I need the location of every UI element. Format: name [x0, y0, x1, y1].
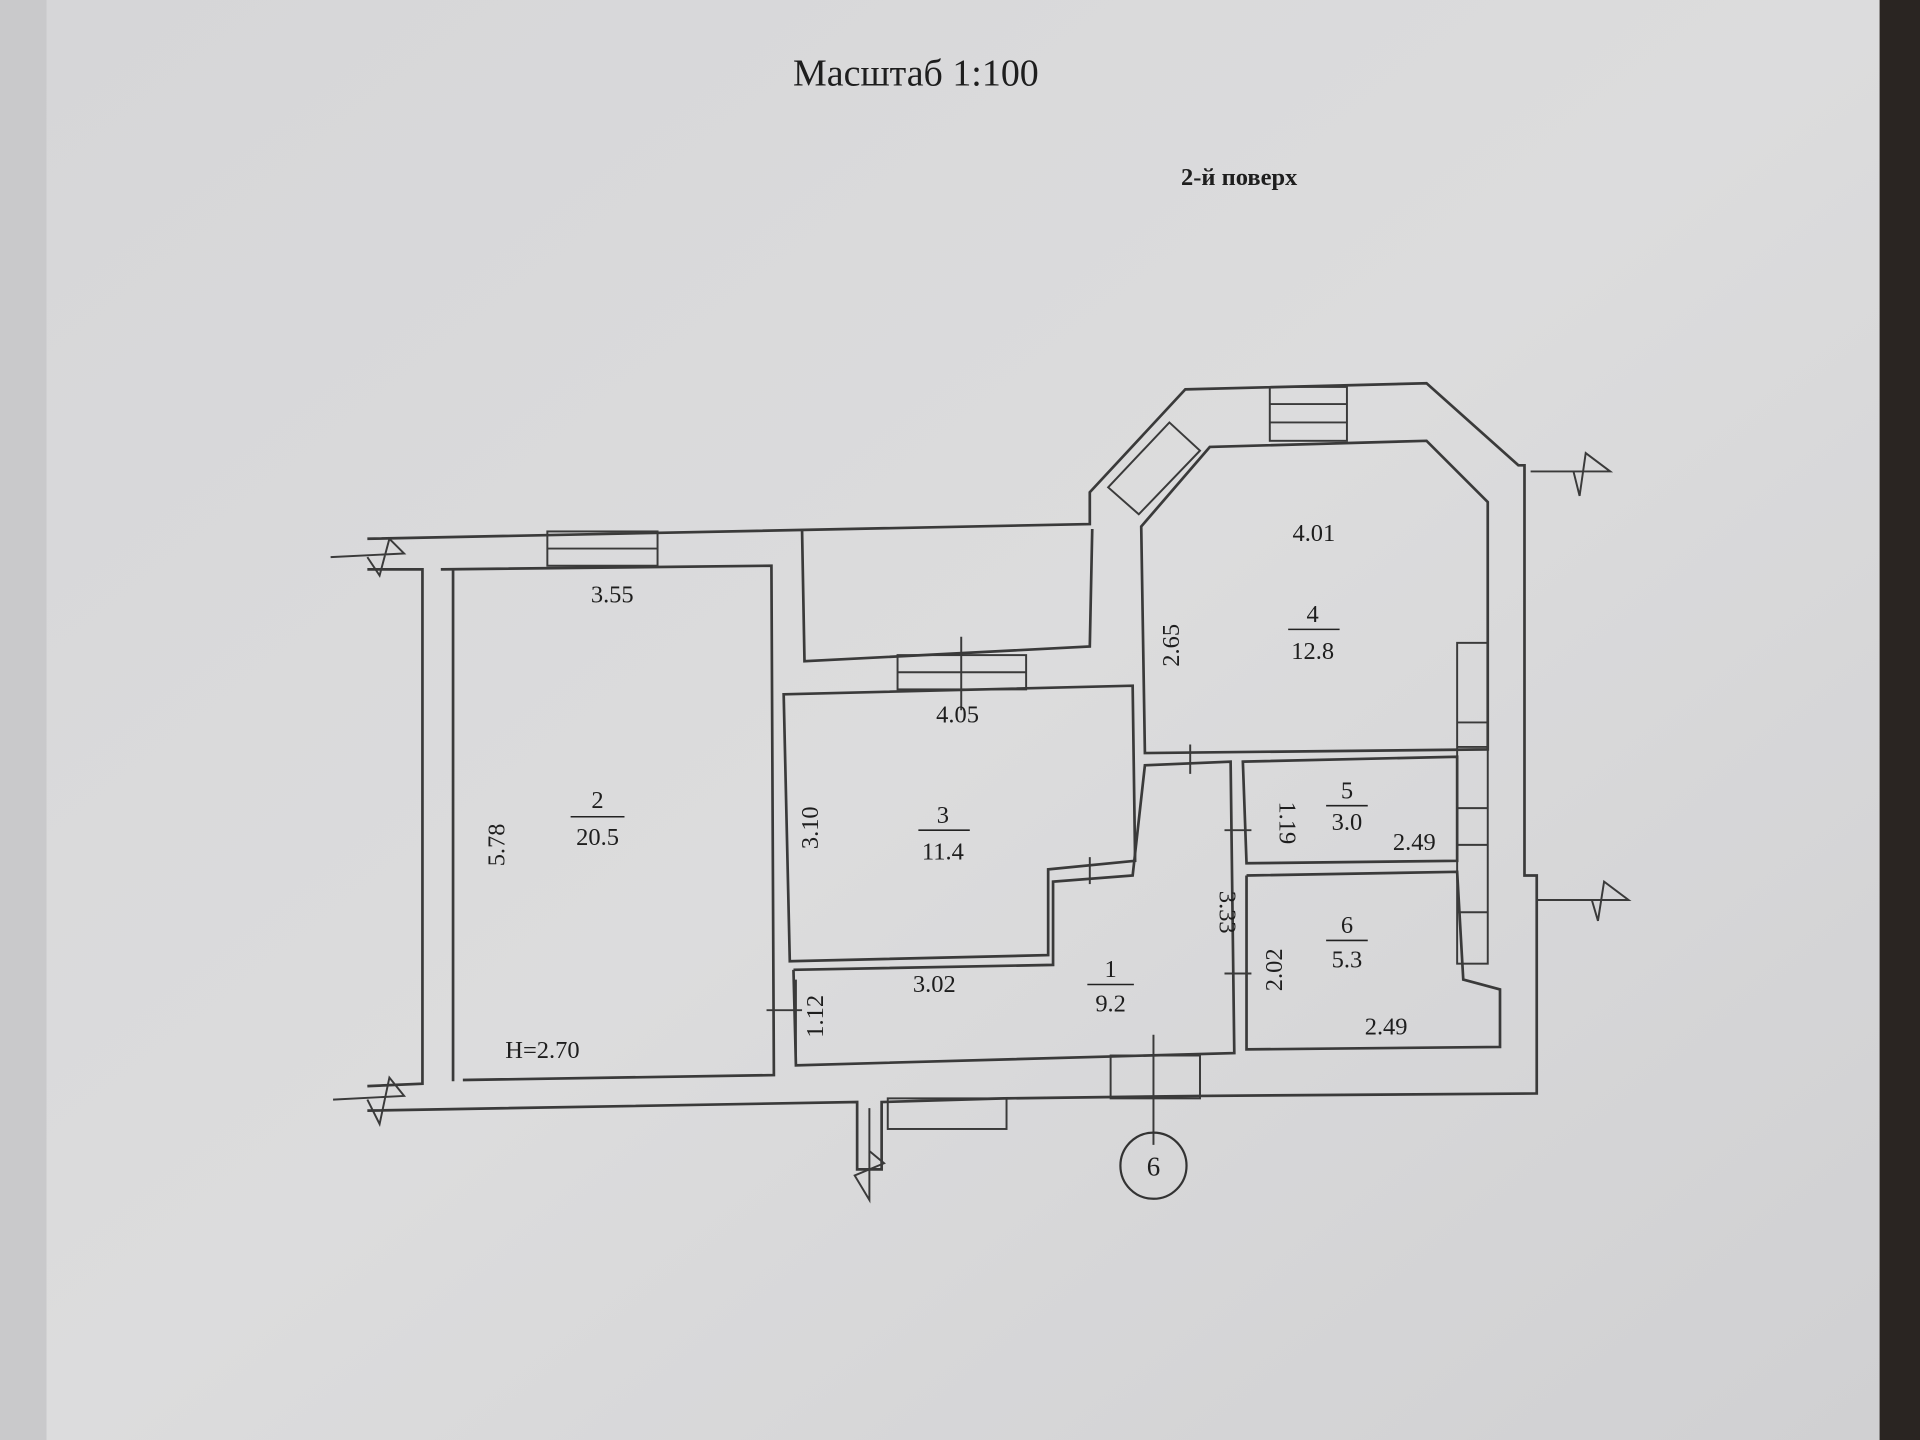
room-4: 4 12.8	[1288, 601, 1340, 665]
room-area: 11.4	[922, 839, 964, 866]
dim-room5-length: 1.19	[1274, 801, 1301, 844]
apartment-number: 6	[1147, 1152, 1160, 1182]
room-number: 2	[591, 787, 603, 814]
room-area: 20.5	[576, 824, 619, 851]
dim-room5-width: 2.49	[1393, 829, 1436, 856]
dim-room2-width: 3.55	[591, 581, 634, 608]
scale-title: Масштаб 1:100	[793, 53, 1039, 95]
room-number: 3	[937, 802, 949, 829]
dim-room6-length: 2.02	[1261, 948, 1288, 991]
room-1: 1 9.2	[1087, 956, 1134, 1017]
floor-label: 2-й поверх	[1181, 164, 1298, 191]
room-number: 5	[1341, 777, 1353, 804]
room-number: 1	[1104, 956, 1116, 983]
room-area: 5.3	[1332, 946, 1363, 973]
dim-corridor: 1.12	[802, 995, 829, 1038]
apartment-marker: 6	[1119, 1131, 1188, 1200]
dim-hall-length: 3.33	[1214, 891, 1241, 934]
room-5: 5 3.0	[1326, 777, 1368, 836]
room-number: 6	[1341, 912, 1353, 939]
room-6: 6 5.3	[1326, 912, 1368, 973]
room-area: 12.8	[1291, 638, 1334, 665]
table-edge	[1879, 0, 1920, 1440]
dim-hall-width: 3.02	[913, 971, 956, 998]
dim-room4-width: 4.01	[1292, 520, 1335, 547]
dimensions: 3.55 5.78 4.05 3.10 4.01 2.65 2.49 1.19 …	[483, 520, 1435, 1064]
walls	[330, 381, 1632, 1204]
dim-room3-width: 4.05	[936, 701, 979, 728]
room-2: 2 20.5	[570, 787, 625, 851]
room-area: 9.2	[1095, 990, 1126, 1017]
ceiling-height: H=2.70	[505, 1037, 579, 1064]
paper	[46, 0, 1884, 1440]
dim-room4-length: 2.65	[1158, 624, 1185, 667]
room-area: 3.0	[1332, 809, 1363, 836]
room-number: 4	[1307, 601, 1319, 628]
dim-room3-length: 3.10	[797, 806, 824, 849]
dim-room6-width: 2.49	[1365, 1014, 1408, 1041]
dim-room2-length: 5.78	[483, 823, 510, 866]
room-3: 3 11.4	[918, 802, 970, 866]
